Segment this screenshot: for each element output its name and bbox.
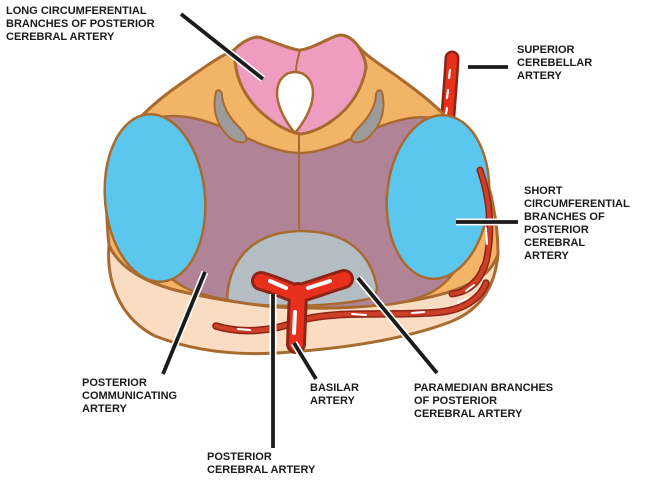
- label-superior-cerebellar-artery: SUPERIOR CEREBELLAR ARTERY: [517, 44, 593, 82]
- circumferential-vessels: [212, 166, 494, 335]
- label-long-circumferential-branches: LONG CIRCUMFERENTIAL BRANCHES OF POSTERI…: [6, 5, 155, 43]
- cerebral-aqueduct: [275, 70, 315, 135]
- leader-long-circumferential: [179, 12, 265, 81]
- basilar-highlights: [268, 279, 332, 335]
- leader-posterior-communicating: [161, 271, 207, 375]
- leader-basilar: [292, 342, 318, 380]
- leader-lines: [159, 11, 518, 448]
- label-posterior-communicating-artery: POSTERIOR COMMUNICATING ARTERY: [82, 377, 178, 415]
- label-posterior-cerebral-artery: POSTERIOR CEREBRAL ARTERY: [207, 451, 316, 476]
- midline: [295, 49, 301, 229]
- lateral-territory-left: [103, 112, 207, 284]
- gray-nucleus-right: [350, 89, 385, 144]
- label-short-circumferential-branches: SHORT CIRCUMFERENTIAL BRANCHES OF POSTER…: [524, 185, 630, 262]
- sca-highlight: [444, 68, 452, 116]
- basilar-artery-vessel: [251, 269, 354, 354]
- leader-paramedian: [356, 276, 439, 375]
- label-basilar-artery: BASILAR ARTERY: [310, 382, 359, 407]
- label-paramedian-branches: PARAMEDIAN BRANCHES OF POSTERIOR CEREBRA…: [414, 382, 554, 420]
- vessel-highlights: [237, 227, 488, 331]
- gray-nucleus-left: [213, 89, 248, 144]
